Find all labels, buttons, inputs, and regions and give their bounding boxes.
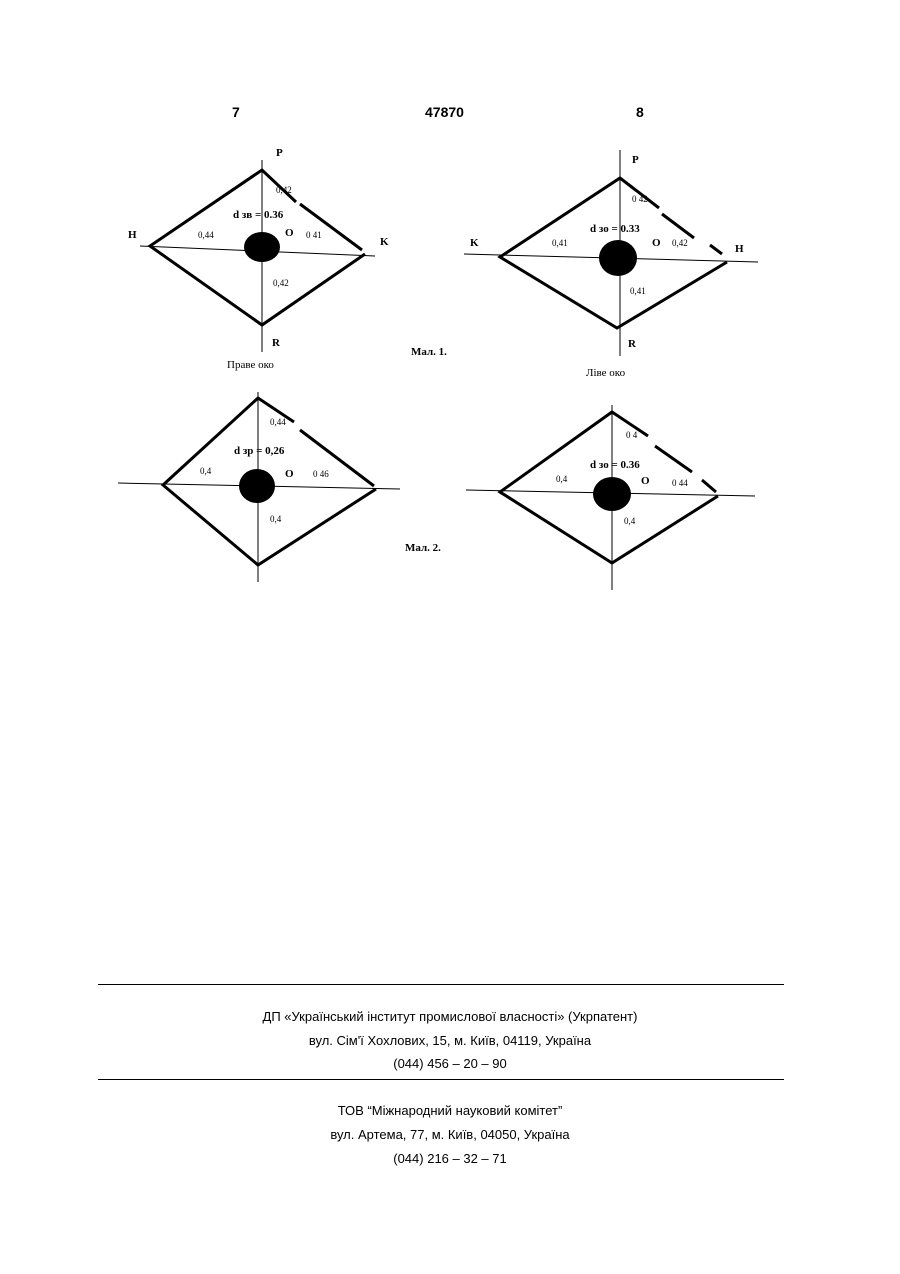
fig2-right-eye: O d зр = 0,26 0,44 0,4 0 46 0,4 xyxy=(118,392,400,582)
diameter-label: d зо = 0.36 xyxy=(590,459,640,471)
pupil xyxy=(239,469,275,503)
figure-1-caption: Мал. 1. xyxy=(411,346,447,358)
label-o: O xyxy=(285,468,294,480)
figure-2-caption: Мал. 2. xyxy=(405,542,441,554)
diamond-segment xyxy=(662,214,694,238)
label-k: K xyxy=(470,237,479,249)
footer-org2-name: ТОВ “Міжнародний науковий комітет” xyxy=(0,1103,900,1118)
label-p: P xyxy=(632,154,639,166)
value-bottom: 0,41 xyxy=(630,286,646,296)
diameter-label: d зо = 0.33 xyxy=(590,223,640,235)
value-left: 0,41 xyxy=(552,238,568,248)
label-o: O xyxy=(652,237,661,249)
diamond-segment xyxy=(710,245,722,254)
value-top: 0,44 xyxy=(270,417,286,427)
diamond-segment xyxy=(300,204,362,250)
fig1-left-eye: P K H R O d зо = 0.33 0 42 0,41 0,42 0,4… xyxy=(464,150,758,356)
left-eye-caption: Ліве око xyxy=(586,367,626,379)
label-h: H xyxy=(128,229,137,241)
footer-org1-address: вул. Сім'ї Хохлових, 15, м. Київ, 04119,… xyxy=(0,1033,900,1048)
value-right: 0 41 xyxy=(306,230,322,240)
pupil xyxy=(244,232,280,262)
value-right: 0 46 xyxy=(313,469,329,479)
footer-divider-top xyxy=(98,984,784,985)
label-o: O xyxy=(641,475,650,487)
value-top: 0 42 xyxy=(632,194,648,204)
label-k: K xyxy=(380,236,389,248)
footer-org1-name: ДП «Український інститут промислової вла… xyxy=(0,1009,900,1024)
diamond-segment xyxy=(300,430,374,486)
right-eye-caption: Праве око xyxy=(227,359,274,371)
value-bottom: 0,4 xyxy=(270,514,282,524)
fig2-left-eye: O d зо = 0.36 0 4 0,4 0 44 0,4 xyxy=(466,405,755,590)
label-p: P xyxy=(276,147,283,159)
value-right: 0 44 xyxy=(672,478,688,488)
value-bottom: 0,4 xyxy=(624,516,636,526)
label-r: R xyxy=(628,338,637,350)
diameter-label: d зв = 0.36 xyxy=(233,209,284,221)
fig1-right-eye: P H K R O d зв = 0.36 0,42 0,44 0 41 0,4… xyxy=(128,147,389,352)
value-left: 0,4 xyxy=(556,474,568,484)
value-left: 0,44 xyxy=(198,230,214,240)
pupil xyxy=(599,240,637,276)
footer-org2-phone: (044) 216 – 32 – 71 xyxy=(0,1151,900,1166)
footer-org2-address: вул. Артема, 77, м. Київ, 04050, Україна xyxy=(0,1127,900,1142)
diamond-segment xyxy=(655,446,692,472)
pupil xyxy=(593,477,631,511)
label-r: R xyxy=(272,337,281,349)
value-top: 0,42 xyxy=(276,185,292,195)
value-left: 0,4 xyxy=(200,466,212,476)
value-bottom: 0,42 xyxy=(273,278,289,288)
value-top: 0 4 xyxy=(626,430,638,440)
diameter-label: d зр = 0,26 xyxy=(234,445,285,457)
eye-diagrams: P H K R O d зв = 0.36 0,42 0,44 0 41 0,4… xyxy=(0,0,900,620)
value-right: 0,42 xyxy=(672,238,688,248)
label-h: H xyxy=(735,243,744,255)
diamond-segment xyxy=(702,480,716,492)
footer-org1-phone: (044) 456 – 20 – 90 xyxy=(0,1056,900,1071)
footer-divider-middle xyxy=(98,1079,784,1080)
label-o: O xyxy=(285,227,294,239)
